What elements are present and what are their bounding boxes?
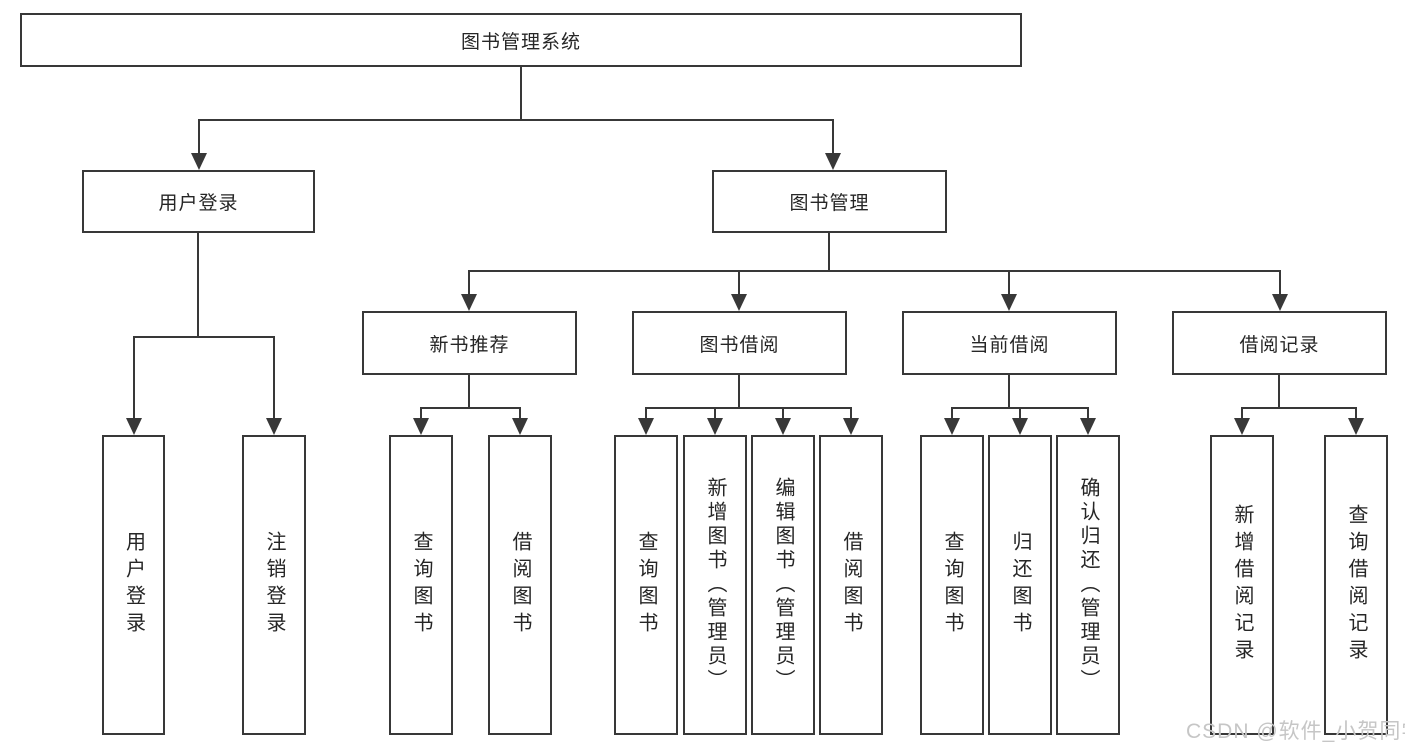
connector-line — [1355, 407, 1357, 420]
arrowhead-icon — [1272, 294, 1288, 311]
arrowhead-icon — [843, 418, 859, 435]
leaf-borrow-books-recommend: 借阅图书 — [488, 435, 552, 735]
leaf-label: 编辑图书（管理员） — [772, 477, 794, 693]
connector-line — [850, 407, 852, 420]
connector-line — [828, 233, 830, 271]
leaf-label: 确认归还（管理员） — [1077, 477, 1099, 693]
arrowhead-icon — [944, 418, 960, 435]
node-book-management: 图书管理 — [712, 170, 947, 233]
leaf-add-borrow-record: 新增借阅记录 — [1210, 435, 1274, 735]
leaf-add-books-admin: 新增图书（管理员） — [683, 435, 747, 735]
arrowhead-icon — [731, 294, 747, 311]
connector-line — [832, 119, 834, 155]
leaf-label: 查询借阅记录 — [1345, 504, 1367, 666]
arrowhead-icon — [1001, 294, 1017, 311]
leaf-borrow-books: 借阅图书 — [819, 435, 883, 735]
leaf-query-books-borrow: 查询图书 — [614, 435, 678, 735]
connector-line — [273, 336, 275, 420]
connector-line — [1087, 407, 1089, 420]
node-label: 用户登录 — [158, 193, 239, 214]
connector-line — [645, 407, 647, 420]
arrowhead-icon — [707, 418, 723, 435]
connector-line — [420, 407, 521, 409]
arrowhead-icon — [638, 418, 654, 435]
connector-line — [468, 270, 470, 296]
connector-line — [1241, 407, 1357, 409]
csdn-watermark: CSDN @软件_小贺同学 — [1186, 720, 1405, 743]
node-label: 图书借阅 — [699, 334, 780, 356]
connector-line — [197, 233, 199, 336]
node-label: 当前借阅 — [969, 334, 1050, 356]
node-label: 借阅记录 — [1239, 334, 1320, 356]
leaf-label: 新增借阅记录 — [1231, 504, 1253, 666]
connector-line — [133, 336, 135, 420]
leaf-label: 新增图书（管理员） — [704, 477, 726, 693]
node-book-borrow: 图书借阅 — [632, 311, 847, 375]
connector-line — [468, 270, 1281, 272]
leaf-label: 用户登录 — [122, 531, 145, 639]
leaf-label: 借阅图书 — [840, 531, 862, 639]
connector-line — [1019, 407, 1021, 420]
connector-line — [520, 67, 522, 119]
leaf-confirm-return-admin: 确认归还（管理员） — [1056, 435, 1120, 735]
arrowhead-icon — [1348, 418, 1364, 435]
connector-line — [1279, 270, 1281, 296]
node-label: 新书推荐 — [429, 334, 510, 356]
connector-line — [951, 407, 953, 420]
arrowhead-icon — [1234, 418, 1250, 435]
connector-line — [738, 270, 740, 296]
arrowhead-icon — [512, 418, 528, 435]
leaf-user-login: 用户登录 — [102, 435, 165, 735]
leaf-return-books: 归还图书 — [988, 435, 1052, 735]
node-borrow-records: 借阅记录 — [1172, 311, 1387, 375]
arrowhead-icon — [825, 153, 841, 170]
leaf-label: 查询图书 — [410, 531, 432, 639]
leaf-query-books-current: 查询图书 — [920, 435, 984, 735]
node-new-book-recommend: 新书推荐 — [362, 311, 577, 375]
leaf-label: 注销登录 — [263, 531, 285, 639]
leaf-label: 查询图书 — [941, 531, 963, 639]
leaf-query-borrow-record: 查询借阅记录 — [1324, 435, 1388, 735]
arrowhead-icon — [1080, 418, 1096, 435]
leaf-label: 归还图书 — [1009, 531, 1031, 639]
arrowhead-icon — [191, 153, 207, 170]
arrowhead-icon — [775, 418, 791, 435]
arrowhead-icon — [461, 294, 477, 311]
arrowhead-icon — [126, 418, 142, 435]
arrowhead-icon — [266, 418, 282, 435]
connector-line — [1241, 407, 1243, 420]
node-label: 图书管理 — [789, 193, 870, 214]
connector-line — [714, 407, 716, 420]
arrowhead-icon — [1012, 418, 1028, 435]
node-current-borrow: 当前借阅 — [902, 311, 1117, 375]
node-user-login: 用户登录 — [82, 170, 315, 233]
connector-line — [1008, 270, 1010, 296]
leaf-edit-books-admin: 编辑图书（管理员） — [751, 435, 815, 735]
connector-line — [198, 119, 834, 121]
connector-line — [420, 407, 422, 420]
connector-line — [468, 375, 470, 408]
leaf-label: 查询图书 — [635, 531, 657, 639]
connector-line — [133, 336, 275, 338]
connector-line — [519, 407, 521, 420]
leaf-query-books-recommend: 查询图书 — [389, 435, 453, 735]
connector-line — [1278, 375, 1280, 408]
node-library-management-system: 图书管理系统 — [20, 13, 1022, 67]
connector-line — [198, 119, 200, 155]
connector-line — [782, 407, 784, 420]
leaf-logout: 注销登录 — [242, 435, 306, 735]
arrowhead-icon — [413, 418, 429, 435]
connector-line — [645, 407, 852, 409]
connector-line — [738, 375, 740, 408]
connector-line — [1008, 375, 1010, 408]
leaf-label: 借阅图书 — [509, 531, 531, 639]
node-label: 图书管理系统 — [460, 31, 581, 53]
